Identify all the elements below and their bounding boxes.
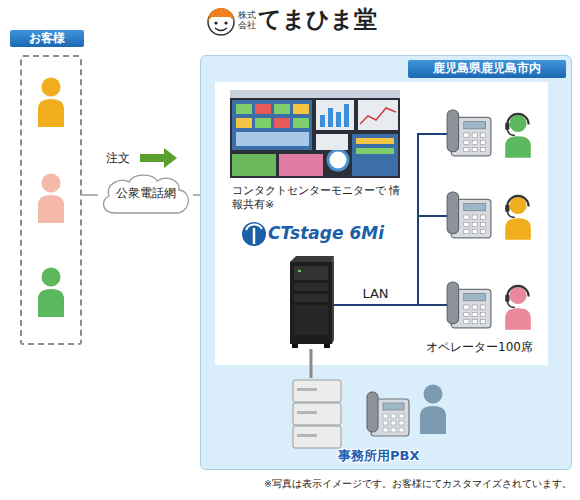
customer-icons [38,78,64,318]
company-type: 株式 会社 [237,10,257,30]
pbx-node: 事務所用PBX [290,378,455,468]
network-cloud: 公衆電話網 [98,172,193,216]
face-cap [208,8,234,21]
operator-label: オペレーター100席 [426,340,550,354]
server-node: CTstage 6Mi [290,256,333,349]
pbx-label: 事務所用PBX [338,448,450,464]
order-label: 注文 [106,151,138,165]
product-logo-text: CTstage 6Mi [268,223,408,243]
face-eye [214,21,217,24]
region-heading: 鹿児島県鹿児島市内 [408,60,566,78]
diagram-title: てまひま堂 [242,6,392,34]
connector-line [193,194,200,196]
face-smile [215,28,227,31]
footnote: ※写真は表示イメージです。お客様にてカスタマイズされています。 [196,478,572,489]
group-heading: お客様 [10,30,84,47]
customer-group: お客様 [20,55,82,345]
connector-label: LAN [346,286,406,302]
monitor-caption: コンタクトセンターモニターで 情報共有※ [232,184,406,212]
face-outline [208,9,234,35]
logo-face [208,8,234,35]
customer-icon [38,174,64,224]
face-eye [224,21,227,24]
customer-icon [38,268,64,318]
order-arrow [140,148,177,168]
site-region: 鹿児島県鹿児島市内 CTstage 6Mi オペレーター100席事務所用PBX [200,55,572,470]
cloud-label: 公衆電話網 [98,186,193,200]
customer-icon [38,78,64,128]
operator-group: オペレーター100席 [418,95,546,361]
connector-line [82,194,98,196]
